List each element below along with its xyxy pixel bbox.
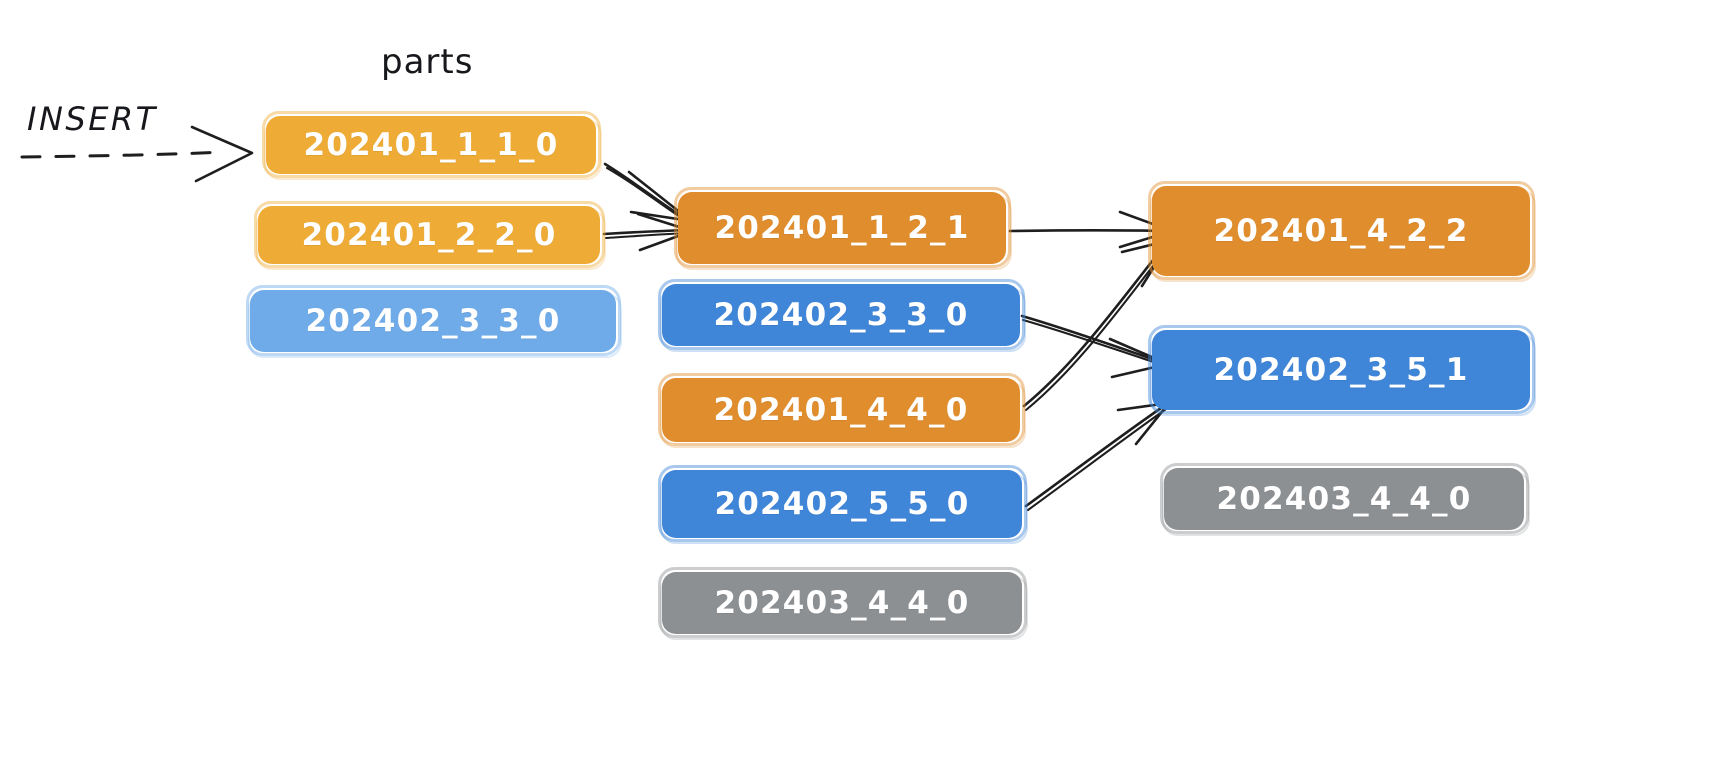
part-box-202401_1_2_1[interactable]: 202401_1_2_1 xyxy=(674,187,1012,270)
part-box-202402_3_5_1[interactable]: 202402_3_5_1 xyxy=(1148,325,1536,416)
edge-202402_5_5_0-to-202402_3_5_1 xyxy=(1024,401,1171,512)
part-label: 202403_4_4_0 xyxy=(714,585,970,621)
part-box-202402_5_5_0[interactable]: 202402_5_5_0 xyxy=(658,465,1028,544)
part-label: 202402_3_3_0 xyxy=(305,303,561,339)
part-label: 202402_3_3_0 xyxy=(713,297,969,333)
part-box-col2-202402_3_3_0[interactable]: 202402_3_3_0 xyxy=(658,279,1026,352)
edge-202401_1_2_1-to-202401_4_2_2 xyxy=(1008,210,1174,249)
part-box-202401_4_4_0[interactable]: 202401_4_4_0 xyxy=(658,373,1026,448)
edge-202401_4_4_0-to-202401_4_2_2 xyxy=(1022,238,1173,412)
insert-label: INSERT xyxy=(27,100,158,138)
part-box-col2-202403_4_4_0[interactable]: 202403_4_4_0 xyxy=(658,567,1028,640)
part-label: 202401_4_4_0 xyxy=(713,392,969,428)
edge-202402_3_3_0-to-202402_3_5_1 xyxy=(1020,314,1170,379)
part-box-202401_1_1_0[interactable]: 202401_1_1_0 xyxy=(262,111,602,180)
page-title: parts xyxy=(381,42,474,82)
part-label: 202401_1_2_1 xyxy=(714,210,970,246)
part-box-col3-202403_4_4_0[interactable]: 202403_4_4_0 xyxy=(1160,463,1530,536)
part-label: 202401_2_2_0 xyxy=(301,217,557,253)
part-label: 202402_5_5_0 xyxy=(714,486,970,522)
part-label: 202401_1_1_0 xyxy=(303,127,559,163)
part-box-202401_2_2_0[interactable]: 202401_2_2_0 xyxy=(254,201,606,270)
part-label: 202402_3_5_1 xyxy=(1213,352,1469,388)
part-box-col1-202402_3_3_0[interactable]: 202402_3_3_0 xyxy=(246,285,622,358)
part-label: 202401_4_2_2 xyxy=(1213,213,1469,249)
part-box-202401_4_2_2[interactable]: 202401_4_2_2 xyxy=(1148,181,1536,282)
part-label: 202403_4_4_0 xyxy=(1216,481,1472,517)
